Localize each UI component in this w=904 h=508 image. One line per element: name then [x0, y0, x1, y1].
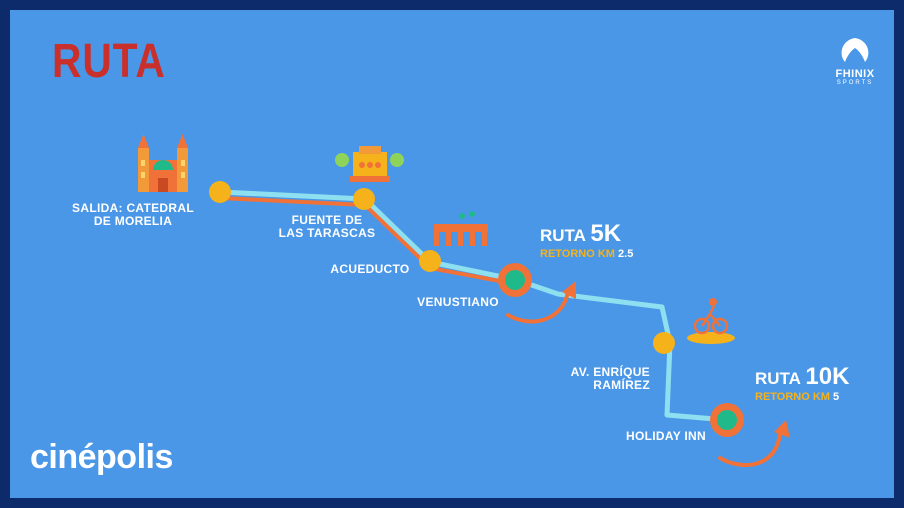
route-10k-distance: 10K — [805, 363, 850, 390]
route-5k-line — [218, 196, 507, 284]
stop-marker-enrique — [653, 332, 675, 354]
page-title: RUTA — [52, 35, 166, 88]
stop-marker-fuente — [353, 188, 375, 210]
route-5k-word: RUTA — [540, 226, 586, 245]
route-5k-info: RUTA 5K RETORNO KM 2.5 — [540, 220, 660, 260]
turnaround-10k-arrow — [718, 420, 790, 467]
stop-marker-catedral — [209, 181, 231, 203]
route-5k-distance: 5K — [590, 220, 622, 247]
turn-marker-holiday-inn — [710, 403, 744, 437]
route-10k-return-label: RETORNO KM — [755, 391, 830, 403]
stop-label-line: SALIDA: CATEDRAL — [72, 201, 194, 215]
route-map-panel: RUTA FHINIX SPORTS SALIDA: CATEDRAL DE M… — [10, 10, 894, 498]
stop-label-line: ACUEDUCTO — [330, 262, 410, 276]
route-5k-return-label: RETORNO KM — [540, 248, 615, 260]
stop-label-line: DE MORELIA — [93, 214, 173, 228]
brand-tagline: SPORTS — [836, 80, 874, 86]
stop-label-line: HOLIDAY INN — [626, 429, 706, 443]
route-10k-line — [217, 189, 730, 423]
stop-label-venustiano: VENUSTIANO — [408, 296, 508, 309]
route-5k-return: RETORNO KM 2.5 — [540, 248, 660, 260]
stop-label-line: AV. ENRÍQUE — [570, 365, 650, 379]
route-10k-word: RUTA — [755, 369, 801, 388]
route-10k-return-km: 5 — [833, 391, 840, 403]
stop-label-line: FUENTE DE — [291, 213, 363, 227]
cathedral-icon — [138, 134, 188, 192]
sponsor-logo-text: cinépolis — [30, 438, 173, 476]
route-10k-return: RETORNO KM 5 — [755, 391, 885, 403]
brand-name: FHINIX — [835, 68, 875, 80]
route-10k-info: RUTA 10K RETORNO KM 5 — [755, 363, 885, 403]
stop-label-line: RAMÍREZ — [593, 378, 650, 392]
stop-label-catedral: SALIDA: CATEDRAL DE MORELIA — [58, 202, 208, 228]
stop-label-line: VENUSTIANO — [417, 295, 499, 309]
route-map — [138, 38, 869, 467]
stop-marker-acueducto — [419, 250, 441, 272]
route-5k-return-km: 2.5 — [618, 248, 634, 260]
stop-label-enrique: AV. ENRÍQUE RAMÍREZ — [540, 366, 650, 392]
fountain-icon — [335, 146, 404, 182]
aqueduct-icon — [434, 211, 488, 246]
cyclist-icon — [687, 298, 735, 344]
turnaround-5k-arrow — [506, 281, 576, 324]
phoenix-logo-icon — [841, 38, 869, 62]
stop-label-acueducto: ACUEDUCTO — [320, 263, 420, 276]
turn-marker-venustiano — [498, 263, 532, 297]
stop-label-fuente: FUENTE DE LAS TARASCAS — [272, 214, 382, 240]
stop-label-line: LAS TARASCAS — [278, 226, 376, 240]
stop-label-holiday-inn: HOLIDAY INN — [616, 430, 716, 443]
